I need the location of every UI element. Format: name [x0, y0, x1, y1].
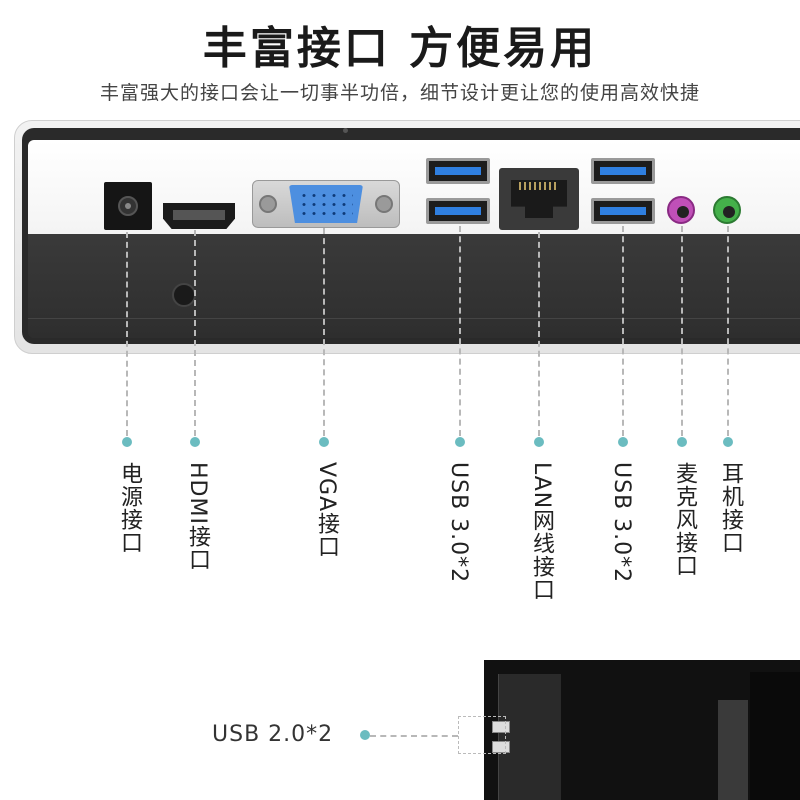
label-dot — [723, 437, 733, 447]
page-title: 丰富接口 方便易用 — [202, 23, 598, 74]
port-label-lan: LAN网线接口 — [529, 462, 554, 602]
device-lower-body — [28, 234, 800, 338]
usb-port-icon — [591, 198, 655, 224]
device-side-panel — [498, 674, 561, 800]
port-label-vga: VGA接口 — [314, 462, 339, 559]
leader-line — [194, 230, 196, 436]
usb-port-icon — [426, 198, 490, 224]
label-dot — [360, 730, 370, 740]
usb-port-icon — [591, 158, 655, 184]
label-dot — [618, 437, 628, 447]
label-dot — [190, 437, 200, 447]
device-stand-part — [718, 700, 748, 800]
leader-line — [681, 226, 683, 436]
leader-line — [538, 232, 540, 436]
label-dot — [319, 437, 329, 447]
leader-line — [323, 228, 325, 436]
leader-line — [126, 232, 128, 436]
label-dot — [122, 437, 132, 447]
port-label-power: 电源接口 — [117, 462, 142, 554]
panel-seam — [28, 318, 800, 319]
label-dot — [534, 437, 544, 447]
port-label-usb2: USB 2.0*2 — [212, 722, 334, 747]
port-label-headphone: 耳机接口 — [718, 462, 743, 554]
label-dot — [677, 437, 687, 447]
vga-port-icon — [252, 180, 400, 228]
headphone-jack-icon — [713, 196, 741, 224]
device-stand — [750, 672, 800, 800]
leader-line — [622, 226, 624, 436]
mic-jack-icon — [667, 196, 695, 224]
port-label-hdmi: HDMI接口 — [185, 462, 210, 571]
port-label-usb3-left: USB 3.0*2 — [446, 462, 471, 584]
ethernet-port-icon — [499, 168, 579, 230]
lower-port-hole — [172, 283, 196, 307]
label-dot — [455, 437, 465, 447]
indicator-dot — [343, 128, 348, 133]
hdmi-port-icon — [163, 203, 235, 229]
usb2-highlight-box — [458, 716, 506, 754]
port-label-usb3-right: USB 3.0*2 — [609, 462, 634, 584]
power-jack-icon — [104, 182, 152, 230]
leader-line — [727, 226, 729, 436]
page-subtitle: 丰富强大的接口会让一切事半功倍，细节设计更让您的使用高效快捷 — [99, 82, 700, 104]
leader-line — [370, 735, 458, 737]
port-label-mic: 麦克风接口 — [672, 462, 697, 577]
usb-port-icon — [426, 158, 490, 184]
leader-line — [459, 226, 461, 436]
